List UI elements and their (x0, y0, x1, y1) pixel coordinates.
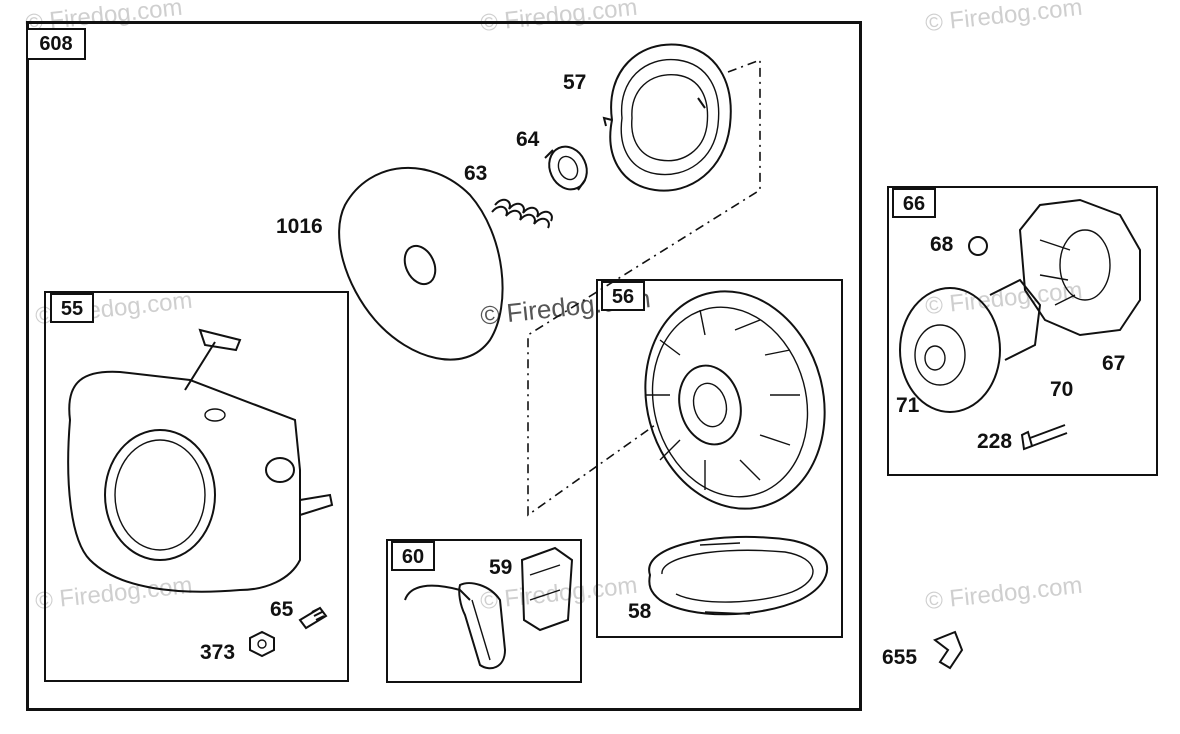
nut-drawing (249, 630, 275, 658)
recoil-spring-drawing (602, 43, 732, 192)
part-label-58: 58 (628, 600, 652, 623)
ball-drawing (968, 236, 988, 256)
part-label-59: 59 (489, 556, 513, 579)
part-label-65: 65 (270, 598, 294, 621)
ratchet-cup-drawing (1018, 198, 1141, 337)
starter-handle-drawing (404, 582, 507, 670)
assembly-608-tag: 608 (26, 28, 86, 60)
part-label-71: 71 (896, 394, 920, 417)
assembly-55-tag: 55 (50, 293, 94, 323)
part-label-57: 57 (563, 71, 587, 94)
part-label-228: 228 (977, 430, 1013, 453)
part-label-63: 63 (464, 162, 488, 185)
assembly-66-tag: 66 (892, 188, 936, 218)
clip-drawing (932, 630, 964, 670)
starter-housing-drawing (67, 328, 334, 593)
pulley-drawing (644, 290, 826, 510)
part-label-70: 70 (1050, 378, 1074, 401)
assembly-56-frame (596, 279, 843, 638)
assembly-60-frame (386, 539, 582, 683)
starter-rope-drawing (648, 535, 828, 616)
rope-grip-drawing (520, 546, 574, 632)
assembly-55-frame (44, 291, 349, 682)
part-label-655: 655 (882, 646, 918, 669)
bushing-drawing (544, 145, 588, 191)
assembly-608-frame (26, 21, 862, 711)
starter-cup-drawing (899, 278, 1042, 413)
part-label-373: 373 (200, 641, 236, 664)
compression-spring-drawing (491, 198, 553, 229)
assembly-66-frame (887, 186, 1158, 476)
part-label-68: 68 (930, 233, 954, 256)
screw-drawing (298, 606, 328, 630)
part-label-67: 67 (1102, 352, 1126, 375)
pulley-plate-drawing (338, 166, 504, 361)
assembly-60-tag: 60 (391, 541, 435, 571)
part-label-1016: 1016 (276, 215, 323, 238)
part-label-64: 64 (516, 128, 540, 151)
assembly-56-tag: 56 (601, 281, 645, 311)
bolt-drawing (1020, 424, 1068, 451)
